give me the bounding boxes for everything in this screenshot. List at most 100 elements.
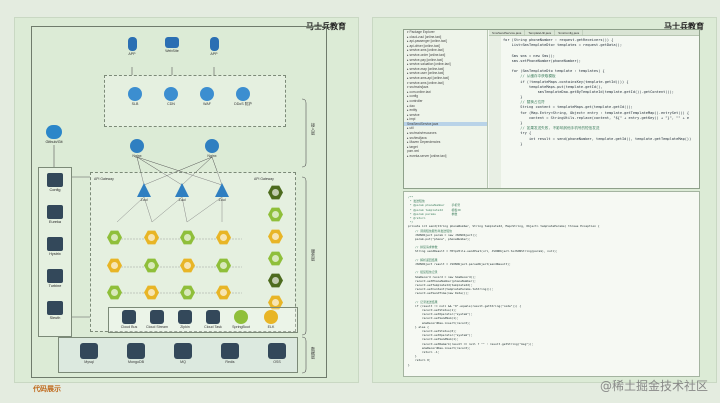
task-icon bbox=[206, 310, 220, 324]
infra-cloud-task: Cloud Task bbox=[200, 310, 226, 329]
tree-item[interactable]: ▸ cloud-zuul [online-taxi] bbox=[407, 34, 442, 39]
tree-item[interactable]: ▸ target bbox=[407, 144, 418, 149]
code-line: } bbox=[408, 354, 417, 359]
code-line: record.setSendNum(1); bbox=[408, 316, 459, 321]
tree-item[interactable]: ▸ api-passenger [online-taxi] bbox=[407, 39, 447, 44]
hystrix-node: Hystrix bbox=[42, 237, 68, 256]
code-line: String sendResult = HttpUtils.sendPost(u… bbox=[408, 249, 558, 254]
sleuth-node: Sleuth bbox=[42, 301, 68, 320]
tree-item[interactable]: pom.xml bbox=[407, 149, 420, 154]
storage-redis: Redis bbox=[215, 343, 245, 364]
code-line: * @param phoneNumber 手机号 bbox=[408, 203, 461, 208]
tree-item[interactable]: ▸ service-map [online-taxi] bbox=[407, 66, 445, 71]
architecture-diagram: APP WebSite APP SLB CDN WAF DDoS 防护 bbox=[31, 26, 327, 378]
sleuth-icon bbox=[47, 301, 63, 315]
code-line: SmsRecord record = new SmsRecord(); bbox=[408, 274, 476, 279]
code-line: // 解析返回结果 bbox=[408, 257, 438, 262]
object-storage-icon bbox=[268, 343, 286, 359]
code-line: if (!templateMaps.containsKey(template.g… bbox=[503, 79, 629, 84]
tree-item[interactable]: ▾ Package Explorer bbox=[407, 30, 435, 34]
infra-cloud-stream: Cloud Stream bbox=[144, 310, 170, 329]
tree-item[interactable]: ▸ service-sms [online-taxi] bbox=[407, 48, 444, 53]
tree-item[interactable]: SmsSendService.java bbox=[404, 121, 487, 127]
edge-waf: WAF bbox=[196, 87, 218, 106]
code-line: for (Map.Entry<String, Object> entry : t… bbox=[503, 110, 690, 115]
tree-item[interactable]: ▸ util bbox=[407, 126, 414, 131]
code-area: for (String phoneNumber : request.getRec… bbox=[503, 38, 695, 147]
edge-slb: SLB bbox=[124, 87, 146, 106]
code-line: if (result != null && "0".equals(result.… bbox=[408, 303, 522, 308]
code-line: */ bbox=[408, 220, 414, 225]
code-line: record.setOperator("system"); bbox=[408, 312, 473, 317]
code-line: content = StringUtils.replace(content, "… bbox=[503, 115, 690, 120]
code-line: return 0; bbox=[408, 358, 431, 363]
tree-item[interactable]: ▸ service-valuation [online-taxi] bbox=[407, 62, 451, 67]
tree-item[interactable]: ▸ service-sms-api [online-taxi] bbox=[407, 75, 449, 80]
monitor-icon bbox=[165, 37, 179, 48]
storage-mongodb: MongoDB bbox=[121, 343, 151, 364]
architecture-lines bbox=[53, 67, 307, 374]
gateway-zuul-3: Zuul bbox=[211, 183, 233, 202]
tree-item[interactable]: ▸ impl bbox=[407, 117, 416, 122]
code-line: // 组装短信记录 bbox=[408, 270, 438, 275]
service-hex bbox=[268, 273, 283, 288]
code-line: record.setStatus(1); bbox=[408, 308, 457, 313]
tree-item[interactable]: ▸ api-driver [online-taxi] bbox=[407, 43, 440, 48]
tree-item[interactable]: ▸ com.online.taxi bbox=[407, 89, 431, 94]
infra-cloud-bus: Cloud Bus bbox=[116, 310, 142, 329]
infra-zipkin: Zipkin bbox=[172, 310, 198, 329]
tree-item[interactable]: ▾ src/main/java bbox=[407, 85, 429, 90]
code-line: for (SmsTemplateDto template : templates… bbox=[503, 69, 605, 74]
tree-item[interactable]: ▸ config bbox=[407, 94, 418, 99]
tree-item[interactable]: ▸ service bbox=[407, 112, 420, 117]
tier-label-data: 数据层 bbox=[311, 347, 316, 359]
service-hex bbox=[144, 285, 159, 300]
tree-item[interactable]: ▸ dao bbox=[407, 103, 415, 108]
tree-item[interactable]: ▸ service-order [online-taxi] bbox=[407, 52, 446, 57]
code-line: // 记录发送结果 bbox=[408, 299, 438, 304]
code-line: } bbox=[408, 362, 410, 367]
database-icon bbox=[80, 343, 98, 359]
service-hex bbox=[107, 230, 122, 245]
tree-item[interactable]: ▸ entity bbox=[407, 108, 418, 113]
tree-item[interactable]: ▾ service-sms [online-taxi] bbox=[407, 80, 444, 85]
tree-item[interactable]: ▸ service-pay [online-taxi] bbox=[407, 57, 443, 62]
storage-mysql: Mysql bbox=[74, 343, 104, 364]
tree-item[interactable]: ▸ src/test/java bbox=[407, 135, 427, 140]
code-line: return -1; bbox=[408, 349, 440, 354]
config-node: Config bbox=[42, 173, 68, 192]
tree-item[interactable]: ▸ service-user [online-taxi] bbox=[407, 71, 445, 76]
tree-item[interactable]: ▸ controller bbox=[407, 98, 423, 103]
service-hex bbox=[216, 258, 231, 273]
service-hex bbox=[216, 285, 231, 300]
storage-mq: MQ bbox=[168, 343, 198, 364]
code-line: smsRecordDao.insert(record); bbox=[408, 320, 471, 325]
infra-springboot: SpringBoot bbox=[228, 310, 254, 329]
router-icon bbox=[130, 139, 144, 153]
tree-item[interactable]: ▸ eureka-server [online-taxi] bbox=[407, 154, 447, 159]
shield-icon bbox=[236, 87, 250, 101]
editor-tab[interactable]: SmsConfig.java bbox=[555, 30, 584, 35]
tree-item[interactable]: ▸ src/main/resources bbox=[407, 131, 437, 136]
service-hex bbox=[268, 207, 283, 222]
turbine-node: Turbine bbox=[42, 269, 68, 288]
editor-tab[interactable]: SmsSendService.java bbox=[489, 30, 526, 35]
code-line: // 调用短信服务商发送短信 bbox=[408, 228, 452, 233]
code-line: record.setOperator("system"); bbox=[408, 333, 473, 338]
code-line: record.setPhoneNumber(phoneNumber); bbox=[408, 278, 476, 283]
code-line: JSONObject result = JSONObject.parseObje… bbox=[408, 262, 511, 266]
code-line: } bbox=[503, 121, 523, 125]
code-line: Sms sms = new Sms(); bbox=[503, 53, 555, 58]
code-line: /** bbox=[408, 195, 414, 199]
code-line: // 如果发送失败, 不影响其他手机号的短信发送 bbox=[503, 126, 600, 131]
queue-icon bbox=[174, 343, 192, 359]
elk-icon bbox=[264, 310, 278, 324]
code-line: for (String phoneNumber : request.getRec… bbox=[503, 38, 614, 42]
editor-tab[interactable]: TemplateUtil.java bbox=[525, 30, 556, 35]
tree-item[interactable]: ▸ Maven Dependencies bbox=[407, 140, 441, 145]
tier-label-access: 接入层 bbox=[311, 123, 316, 135]
service-hex bbox=[180, 285, 195, 300]
github-icon bbox=[46, 125, 62, 139]
